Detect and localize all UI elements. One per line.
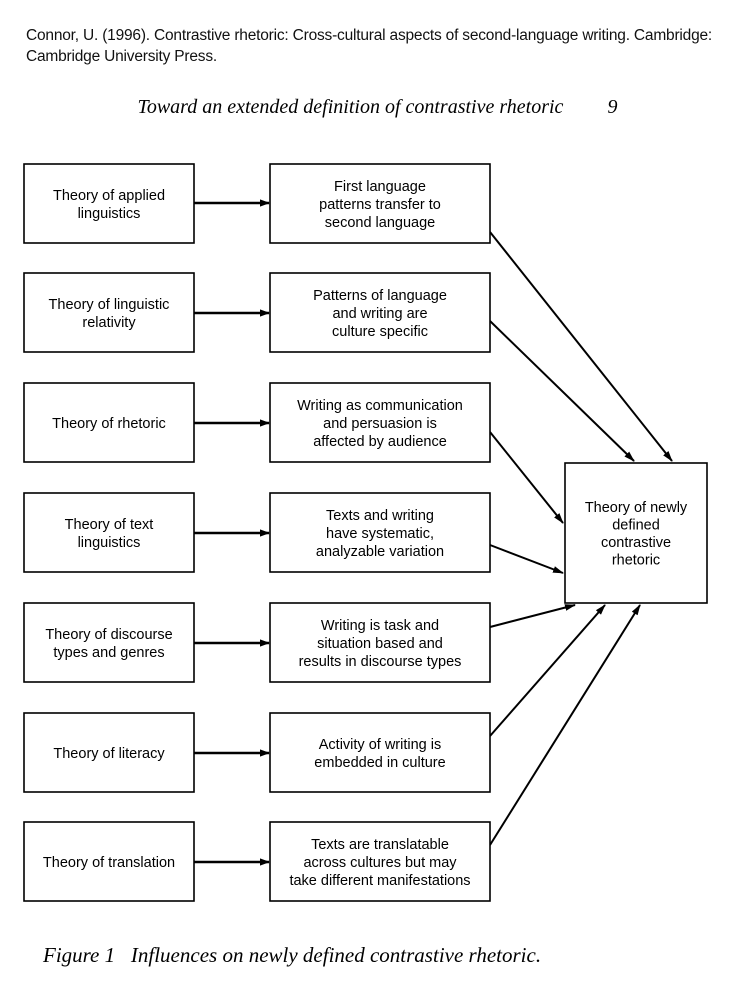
diagram-edges-diagonal	[489, 231, 673, 846]
page-number: 9	[607, 96, 618, 118]
node-box	[269, 163, 491, 244]
node-box	[23, 492, 195, 573]
edge-c1-to-s1	[489, 231, 673, 462]
node-box	[23, 272, 195, 353]
node-box	[23, 382, 195, 463]
figure-caption: Figure 1 Influences on newly defined con…	[22, 918, 737, 993]
edge-c6-to-s1	[489, 604, 606, 737]
node-box	[564, 462, 708, 604]
node-box	[23, 602, 195, 683]
node-label: Theory of literacy	[53, 746, 165, 762]
node-box	[269, 602, 491, 683]
node-box	[269, 712, 491, 793]
node-box	[269, 821, 491, 902]
figure-label: Figure 1	[43, 943, 116, 967]
edge-c3-to-s1	[489, 431, 564, 524]
node-box	[23, 821, 195, 902]
edge-c2-to-s1	[489, 320, 635, 462]
node-box	[23, 163, 195, 244]
node-box	[269, 272, 491, 353]
running-head-title: Toward an extended definition of contras…	[137, 96, 564, 118]
running-head: Toward an extended definition of contras…	[0, 96, 755, 119]
node-t6: Theory of literacy	[23, 712, 195, 793]
node-t7: Theory of translation	[23, 821, 195, 902]
node-box	[23, 712, 195, 793]
edge-c5-to-s1	[489, 604, 576, 628]
edge-c4-to-s1	[489, 544, 564, 574]
diagram-edges-horizontal	[194, 199, 270, 866]
citation-text: Connor, U. (1996). Contrastive rhetoric:…	[26, 27, 713, 65]
node-t3: Theory of rhetoric	[23, 382, 195, 463]
node-box	[269, 382, 491, 463]
node-label: Theory of translation	[43, 855, 175, 871]
node-label: Theory of rhetoric	[52, 416, 166, 432]
node-box	[269, 492, 491, 573]
edge-c7-to-s1	[489, 604, 641, 846]
figure-caption-text: Influences on newly defined contrastive …	[130, 943, 542, 967]
